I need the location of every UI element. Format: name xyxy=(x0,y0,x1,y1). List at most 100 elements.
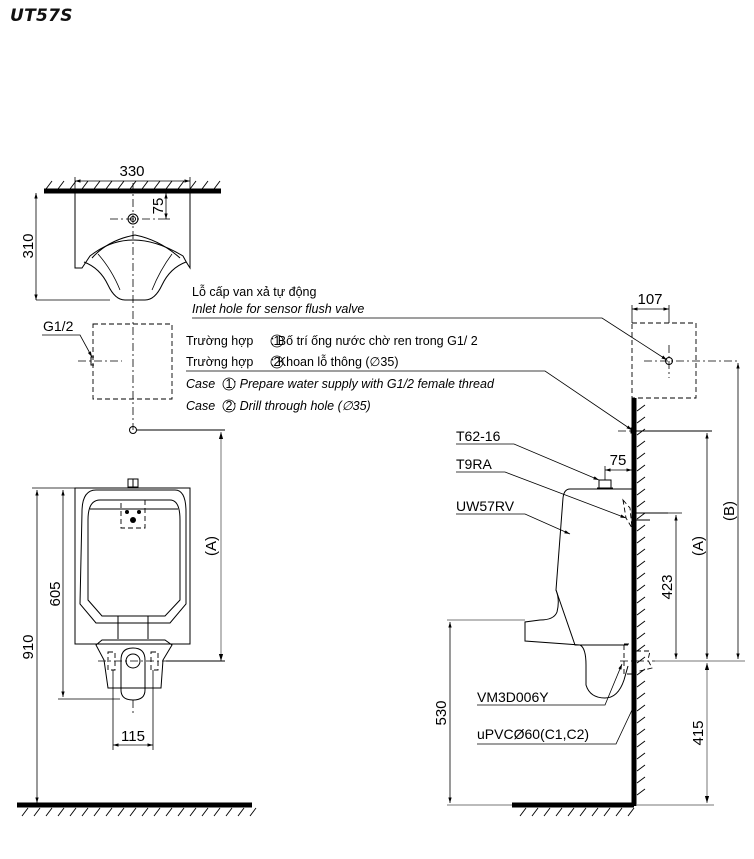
hatch-mark xyxy=(555,807,563,817)
hatch-mark xyxy=(636,536,646,544)
hatch-mark xyxy=(189,807,197,817)
hatch-mark xyxy=(117,807,125,817)
inlet-leader xyxy=(192,317,668,361)
case1-circle-en xyxy=(222,377,236,391)
hatch-mark xyxy=(636,584,646,592)
inlet-hole-inner xyxy=(130,216,136,222)
case1-number-en: 1 xyxy=(226,377,233,391)
inlet-hole-icon xyxy=(127,213,139,225)
note-case2-vn: Trường hợp : Khoan lỗ thông (∅35) xyxy=(186,354,399,369)
hatch-mark xyxy=(45,180,53,190)
hatch-mark xyxy=(57,180,65,190)
bolt-right xyxy=(150,651,159,671)
hatch-mark xyxy=(531,807,539,817)
hatch-mark xyxy=(129,807,137,817)
g12-fitting xyxy=(90,356,94,366)
sensor-dot xyxy=(125,510,129,514)
hatch-mark xyxy=(177,180,185,190)
dim-b-label: (B) xyxy=(721,501,738,521)
side-outlet-connector xyxy=(623,643,634,675)
hatch-mark xyxy=(636,728,646,736)
dim-423-label: 423 xyxy=(659,574,676,599)
notes: Lỗ cấp van xả tự động Inlet hole for sen… xyxy=(186,284,668,431)
hatch-mark xyxy=(153,180,161,190)
upvc-leader xyxy=(477,709,633,745)
hatch-mark xyxy=(81,180,89,190)
hatch-mark xyxy=(201,180,209,190)
hatch-mark xyxy=(225,807,233,817)
side-floor-hatch xyxy=(519,807,635,817)
case2-circle-vn xyxy=(270,355,284,369)
dim-75-side-label: 75 xyxy=(610,452,627,469)
front-outlet xyxy=(120,647,146,701)
hatch-mark xyxy=(45,807,53,817)
hatch-mark xyxy=(636,572,646,580)
hatch-mark xyxy=(636,620,646,628)
case2-circle-en xyxy=(222,399,236,413)
hatch-mark xyxy=(636,704,646,712)
hatch-mark xyxy=(177,807,185,817)
label-t62-16: T62-16 xyxy=(456,428,501,444)
hatch-mark xyxy=(636,752,646,760)
hatch-mark xyxy=(636,488,646,496)
hatch-mark xyxy=(21,807,29,817)
hatch-mark xyxy=(603,807,611,817)
hatch-mark xyxy=(636,500,646,508)
hatch-mark xyxy=(105,180,113,190)
sensor-dot xyxy=(130,517,136,523)
top-view-inner-line xyxy=(97,253,173,291)
hatch-mark xyxy=(237,807,245,817)
hatch-mark xyxy=(81,807,89,817)
sensor-dot xyxy=(137,510,141,514)
hatch-mark xyxy=(636,632,646,640)
case1-circle-vn xyxy=(270,334,284,348)
front-body-outer xyxy=(79,489,187,624)
label-uw57rv: UW57RV xyxy=(456,498,515,514)
hatch-mark xyxy=(636,464,646,472)
hatch-mark xyxy=(636,452,646,460)
note-case1-vn: Trường hợp : Bố trí ống nước chờ ren tro… xyxy=(186,334,478,348)
hatch-mark xyxy=(57,807,65,817)
dim-107-label: 107 xyxy=(637,291,662,308)
case2-number-en: 2 xyxy=(226,399,233,413)
hatch-mark xyxy=(636,608,646,616)
note-inlet-en: Inlet hole for sensor flush valve xyxy=(192,302,364,316)
dim-530-label: 530 xyxy=(433,700,450,725)
side-urinal-outline xyxy=(524,488,634,699)
hatch-mark xyxy=(141,180,149,190)
label-vm3d006y: VM3D006Y xyxy=(477,689,549,705)
hatch-mark xyxy=(543,807,551,817)
side-view: 107 T62-16 T9RA UW57RV VM xyxy=(433,291,745,817)
dim-330-label: 330 xyxy=(119,163,144,180)
hatch-mark xyxy=(636,548,646,556)
hatch-mark xyxy=(567,807,575,817)
front-view: G1/2 (A) 115 xyxy=(17,318,257,817)
top-view-bowl xyxy=(83,261,187,301)
t9ra-leader xyxy=(456,471,627,519)
hatch-mark xyxy=(615,807,623,817)
dim-910-label: 910 xyxy=(20,634,37,659)
hatch-mark xyxy=(636,776,646,784)
dim-75-top-label: 75 xyxy=(150,198,167,215)
hatch-mark xyxy=(636,416,646,424)
hatch-mark xyxy=(636,716,646,724)
front-body-frame xyxy=(74,487,191,645)
dim-a-front-label: (A) xyxy=(203,536,220,556)
hatch-mark xyxy=(636,512,646,520)
hatch-mark xyxy=(636,788,646,796)
sensor-box-dashed xyxy=(120,499,146,529)
hatch-mark xyxy=(93,807,101,817)
side-bracket xyxy=(622,498,633,529)
hatch-mark xyxy=(636,764,646,772)
g12-label: G1/2 xyxy=(43,318,74,334)
model-title: UT57S xyxy=(10,6,73,26)
hatch-mark xyxy=(636,524,646,532)
bolt-left xyxy=(107,651,116,671)
front-body-inner xyxy=(87,499,181,617)
label-t9ra: T9RA xyxy=(456,456,492,472)
top-view-body-outline xyxy=(74,191,191,270)
top-view: 330 75 310 xyxy=(20,163,221,430)
hatch-mark xyxy=(579,807,587,817)
hatch-mark xyxy=(636,440,646,448)
